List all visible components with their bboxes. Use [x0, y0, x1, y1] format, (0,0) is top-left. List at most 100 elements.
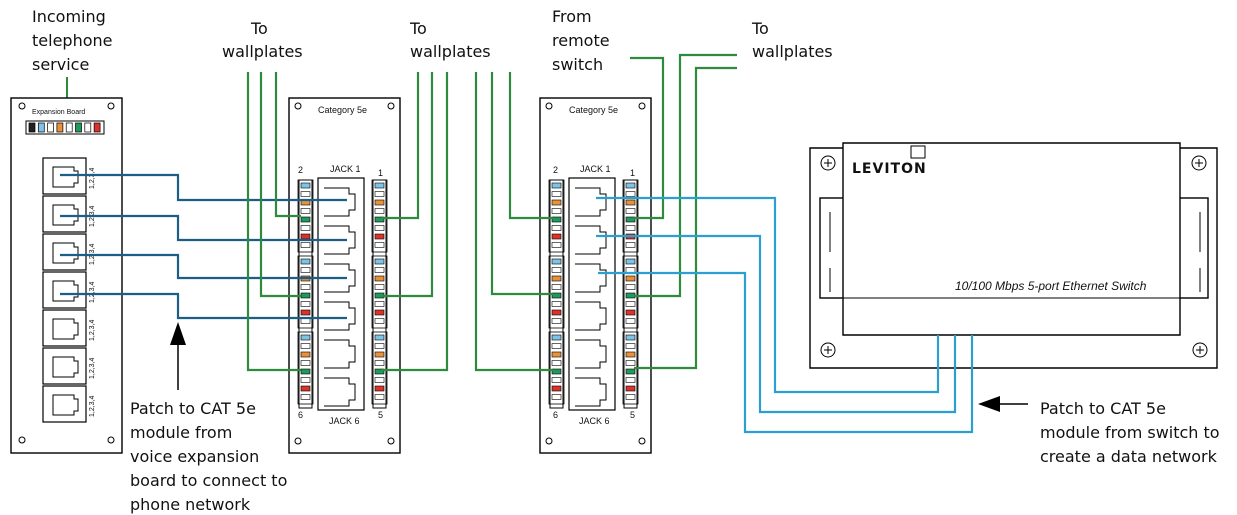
punch-slot	[625, 225, 636, 231]
punch-slot	[374, 267, 385, 273]
expansion-port: 1,2,3,4	[42, 309, 96, 347]
punch-slot	[551, 225, 562, 231]
punch-slot	[300, 385, 311, 392]
rj45-jack	[575, 377, 607, 407]
module-num: 2	[298, 165, 303, 175]
punch-slot	[374, 394, 385, 400]
port-label: 1,2,3,4	[89, 395, 96, 417]
punch-slot	[374, 309, 385, 316]
punch-slot	[551, 208, 562, 214]
label-to-wallplates-2: To wallplates	[409, 19, 491, 61]
rj45-opening	[52, 166, 79, 188]
screw-icon	[820, 155, 836, 171]
rj45-jack	[324, 187, 356, 217]
punch-slot	[374, 301, 385, 307]
switch-brand: LEVITON	[852, 161, 927, 177]
punch-slot	[551, 318, 562, 324]
punch-slot	[300, 225, 311, 231]
cat5e-module-2: Category 5e 2 1 JACK 1 6 5 JACK 6	[539, 97, 652, 454]
svg-text:Patch to CAT 5e: Patch to CAT 5e	[130, 399, 256, 418]
punch-slot	[300, 360, 311, 366]
cable	[634, 53, 737, 298]
cable	[490, 72, 553, 296]
punch-slot	[551, 394, 562, 400]
screw-icon	[18, 436, 26, 444]
punch-slot	[374, 258, 385, 265]
expansion-board-ports: 1,2,3,41,2,3,41,2,3,41,2,3,41,2,3,41,2,3…	[42, 157, 96, 423]
cable	[634, 66, 737, 370]
rj45-opening	[52, 204, 79, 226]
label-to-wallplates-3: To wallplates	[751, 19, 833, 61]
punch-slot	[300, 334, 311, 341]
punch-slot	[551, 182, 562, 189]
module-2-jacks	[548, 177, 639, 411]
jack-housing	[317, 177, 365, 411]
punch-block	[297, 331, 314, 405]
screw-icon	[1191, 155, 1207, 171]
punch-slot	[551, 191, 562, 197]
punch-slot	[374, 182, 385, 189]
svg-text:remote: remote	[552, 31, 610, 50]
punch-block	[548, 255, 565, 329]
screw-icon	[545, 437, 553, 445]
punch-slot	[300, 284, 311, 290]
punch-slot	[374, 208, 385, 214]
punch-slot	[625, 191, 636, 197]
module-jack-bottom: JACK 6	[579, 416, 610, 426]
rj45-jack	[324, 339, 356, 369]
svg-text:module from switch to: module from switch to	[1040, 423, 1220, 442]
punch-slot	[625, 258, 636, 265]
ethernet-switch: LEVITON 10/100 Mbps 5-port Ethernet Swit…	[809, 142, 1218, 369]
expansion-port: 1,2,3,4	[42, 233, 96, 271]
punch-slot	[551, 301, 562, 307]
label-incoming-telephone-service: Incoming telephone service	[32, 7, 112, 74]
cable	[630, 56, 665, 220]
punch-slot	[374, 284, 385, 290]
cable	[474, 72, 553, 372]
module-1-jacks	[297, 177, 388, 411]
rj45-opening	[52, 318, 79, 340]
punch-slot	[374, 216, 385, 223]
punch-slot	[300, 292, 311, 299]
punch-block	[297, 255, 314, 329]
port-label: 1,2,3,4	[89, 167, 96, 189]
screw-icon	[387, 437, 395, 445]
screw-icon	[638, 437, 646, 445]
punch-slot	[374, 199, 385, 206]
punch-slot	[300, 216, 311, 223]
port-label: 1,2,3,4	[89, 319, 96, 341]
punch-block	[622, 255, 639, 329]
expansion-board: Expansion Board 1,2,3,41,2,3,41,2,3,41,2…	[10, 97, 123, 454]
switch-status-light	[910, 145, 926, 159]
svg-text:voice expansion: voice expansion	[130, 447, 259, 466]
svg-text:wallplates: wallplates	[222, 42, 303, 61]
punch-slot	[625, 334, 636, 341]
punch-slot	[28, 122, 36, 133]
punch-slot	[300, 343, 311, 349]
punch-slot	[625, 284, 636, 290]
port-label: 1,2,3,4	[89, 281, 96, 303]
punch-slot	[300, 309, 311, 316]
punch-slot	[625, 208, 636, 214]
svg-text:phone network: phone network	[130, 495, 251, 514]
punch-slot	[374, 351, 385, 358]
label-from-remote-switch: From remote switch	[552, 7, 610, 74]
svg-text:switch: switch	[552, 55, 603, 74]
rj45-jack	[575, 339, 607, 369]
punch-slot	[625, 182, 636, 189]
punch-slot	[551, 343, 562, 349]
punch-slot	[551, 309, 562, 316]
rj45-port	[42, 385, 87, 423]
svg-text:create a data network: create a data network	[1040, 447, 1218, 466]
punch-slot	[625, 301, 636, 307]
punch-slot	[625, 292, 636, 299]
punch-slot	[551, 351, 562, 358]
svg-text:telephone: telephone	[32, 31, 112, 50]
rj45-jack	[324, 263, 356, 293]
cable	[598, 271, 974, 434]
punch-slot	[374, 377, 385, 383]
rj45-port	[42, 195, 87, 233]
punch-slot	[625, 368, 636, 375]
punch-slot	[551, 242, 562, 248]
punch-slot	[374, 368, 385, 375]
